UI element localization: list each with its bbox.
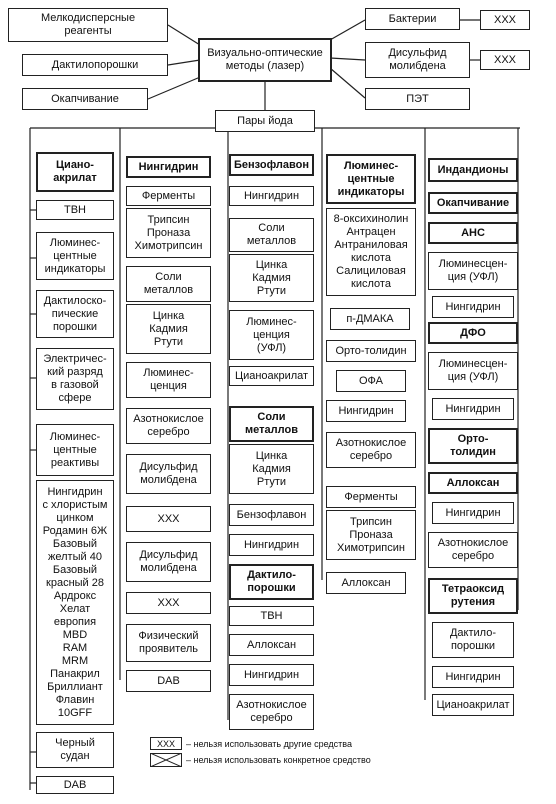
ninhydrin-item: Дисульфид молибдена <box>126 542 211 582</box>
ninhydrin-item: Дисульфид молибдена <box>126 454 211 494</box>
ind-item: Орто- толидин <box>428 428 518 464</box>
dactylo-item: Нингидрин <box>229 664 314 686</box>
ninhydrin-header: Нингидрин <box>126 156 211 178</box>
pet-box: ПЭТ <box>365 88 470 110</box>
lum-item: Ферменты <box>326 486 416 508</box>
ind-item: ДФО <box>428 322 518 344</box>
ninhydrin-item: XXX <box>126 592 211 614</box>
dactylo-item: Аллоксан <box>229 634 314 656</box>
ind-item: АНС <box>428 222 518 244</box>
cyano-item: Нингидрин с хлористым цинком Родамин 6Ж … <box>36 480 114 725</box>
ind-item: Нингидрин <box>432 502 514 524</box>
bacteria-box: Бактерии <box>365 8 460 30</box>
ind-item: Нингидрин <box>432 666 514 688</box>
visual-optical-methods-box: Визуально-оптические методы (лазер) <box>198 38 332 82</box>
legend-xxx-symbol: XXX <box>150 737 182 750</box>
ninhydrin-item: Физический проявитель <box>126 624 211 662</box>
ind-item: Аллоксан <box>428 472 518 494</box>
benzo-item: Нингидрин <box>229 186 314 206</box>
ninhydrin-item: Трипсин Проназа Химотрипсин <box>126 208 211 258</box>
benzo-item: Люминес- ценция (УФЛ) <box>229 310 314 360</box>
benzo-item: Цинка Кадмия Ртути <box>229 254 314 302</box>
ninhydrin-item: Цинка Кадмия Ртути <box>126 304 211 354</box>
salts-item: Бензофлавон <box>229 504 314 526</box>
ind-item: Азотнокислое серебро <box>428 532 518 568</box>
lum-item: Нингидрин <box>326 400 406 422</box>
cyano-item: Дактилоско- пические порошки <box>36 290 114 338</box>
xxx-box: XXX <box>480 50 530 70</box>
xxx-box: XXX <box>480 10 530 30</box>
lum-item: Орто-толидин <box>326 340 416 362</box>
ninhydrin-item: Люминес- ценция <box>126 362 211 398</box>
molybdenum-disulfide-box: Дисульфид молибдена <box>365 42 470 78</box>
iodine-vapor-box: Пары йода <box>215 110 315 132</box>
ind-item: Люминесцен- ция (УФЛ) <box>428 352 518 390</box>
dactylo-item: ТВН <box>229 606 314 626</box>
ninhydrin-item: Азотнокислое серебро <box>126 408 211 444</box>
ninhydrin-item: Ферменты <box>126 186 211 206</box>
dactylo-powders-header: Дактило- порошки <box>229 564 314 600</box>
cyano-item: DAB <box>36 776 114 794</box>
legend-cross-symbol <box>150 753 182 767</box>
ind-item: Дактило- порошки <box>432 622 514 658</box>
cyano-item: Черный судан <box>36 732 114 768</box>
dactylo-powders-box: Дактилопорошки <box>22 54 168 76</box>
legend-xxx-text: – нельзя использовать другие средства <box>186 739 352 749</box>
lum-item: ОФА <box>336 370 406 392</box>
ninhydrin-item: Соли металлов <box>126 266 211 302</box>
indandiones-header: Индандионы <box>428 158 518 182</box>
lum-item: Трипсин Проназа Химотрипсин <box>326 510 416 560</box>
ind-item: Нингидрин <box>432 296 514 318</box>
cyano-item: Люминес- центные реактивы <box>36 424 114 476</box>
fine-reagents-box: Мелкодисперсные реагенты <box>8 8 168 42</box>
ind-item: Тетраоксид рутения <box>428 578 518 614</box>
ind-item: Нингидрин <box>432 398 514 420</box>
cyano-item: Электричес- кий разряд в газовой сфере <box>36 348 114 410</box>
cyano-item: Люминес- центные индикаторы <box>36 232 114 280</box>
benzo-item: Цианоакрилат <box>229 366 314 386</box>
lum-item: 8-оксихинолин Антрацен Антраниловая кисл… <box>326 208 416 296</box>
metal-salts-header: Соли металлов <box>229 406 314 442</box>
cyano-item: ТВН <box>36 200 114 220</box>
salts-item: Нингидрин <box>229 534 314 556</box>
benzo-item: Соли металлов <box>229 218 314 252</box>
ind-item: Окапчивание <box>428 192 518 214</box>
luminescent-indicators-header: Люминес- центные индикаторы <box>326 154 416 204</box>
lum-item: Аллоксан <box>326 572 406 594</box>
ninhydrin-item: XXX <box>126 506 211 532</box>
ind-item: Цианоакрилат <box>432 694 514 716</box>
ind-item: Люминесцен- ция (УФЛ) <box>428 252 518 290</box>
cyanoacrylate-header: Циано- акрилат <box>36 152 114 192</box>
dactylo-item: Азотнокислое серебро <box>229 694 314 730</box>
salts-item: Цинка Кадмия Ртути <box>229 444 314 494</box>
lum-item: Азотнокислое серебро <box>326 432 416 468</box>
smoking-box: Окапчивание <box>22 88 148 110</box>
ninhydrin-item: DAB <box>126 670 211 692</box>
legend-cross-text: – нельзя использовать конкретное средств… <box>186 755 371 765</box>
benzoflavone-header: Бензофлавон <box>229 154 314 176</box>
lum-item: п-ДМАКА <box>330 308 410 330</box>
